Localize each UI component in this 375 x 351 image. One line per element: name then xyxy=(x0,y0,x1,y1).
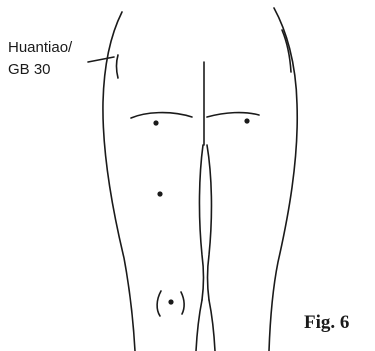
right-leg-outline xyxy=(269,8,297,351)
point-marker-right-fold xyxy=(244,118,249,123)
point-marker-knee xyxy=(168,299,173,304)
point-marker-thigh xyxy=(157,191,162,196)
left-hip-curve xyxy=(117,55,119,78)
left-gluteal-fold xyxy=(131,113,192,118)
left-leg-outline xyxy=(103,12,135,351)
right-gluteal-fold xyxy=(207,113,259,117)
inner-left-thigh xyxy=(199,145,203,300)
left-lower-inner xyxy=(196,300,202,351)
left-knee-mark xyxy=(157,291,161,316)
left-knee-mark-2 xyxy=(181,292,184,314)
figure-caption: Fig. 6 xyxy=(304,312,349,334)
point-label-name: Huantiao/ xyxy=(8,38,72,58)
point-marker-left-fold xyxy=(153,120,158,125)
right-lower-inner xyxy=(209,300,215,351)
label-leader-line xyxy=(88,57,114,62)
inner-right-thigh xyxy=(207,145,211,300)
point-label-code: GB 30 xyxy=(8,60,51,80)
